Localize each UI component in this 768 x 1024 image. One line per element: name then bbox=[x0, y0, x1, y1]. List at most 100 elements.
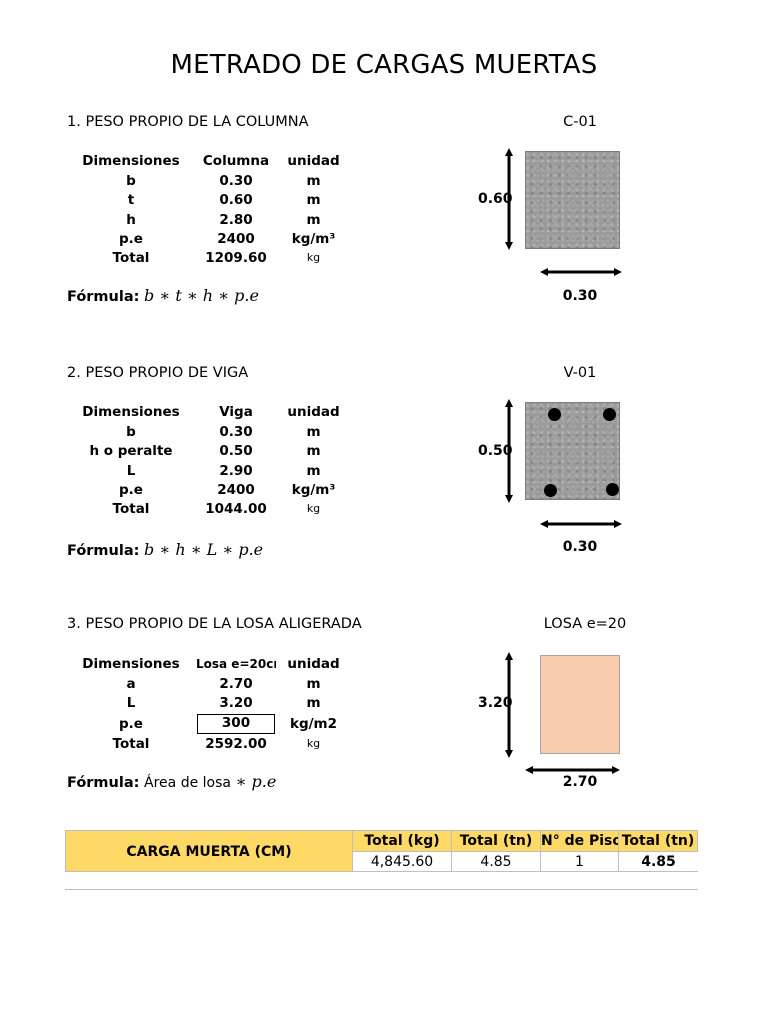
section-2-figure-label: V-01 bbox=[563, 365, 597, 381]
section-2-dimension-arrows bbox=[505, 399, 622, 528]
summary-header-total-tn-final: Total (tn) bbox=[619, 830, 698, 851]
header-dimensiones: Dimensiones bbox=[82, 656, 180, 672]
table-row: t 0.60 m bbox=[66, 190, 356, 210]
section-1-heading: 1. PESO PROPIO DE LA COLUMNA bbox=[67, 114, 309, 130]
page-title: METRADO DE CARGAS MUERTAS bbox=[170, 50, 598, 80]
row-unit: m bbox=[306, 676, 321, 692]
row-label: p.e bbox=[119, 482, 143, 498]
row-value: 2.70 bbox=[219, 676, 253, 692]
row-label: h bbox=[126, 212, 136, 228]
row-value: 1209.60 bbox=[205, 250, 267, 266]
summary-label: CARGA MUERTA (CM) bbox=[65, 830, 353, 872]
header-losa: Losa e=20cm bbox=[196, 657, 276, 671]
rebar-icon bbox=[603, 408, 616, 421]
row-label: b bbox=[126, 424, 136, 440]
summary-header-pisos: N° de Pisos bbox=[541, 830, 619, 851]
row-label: p.e bbox=[119, 231, 143, 247]
rebar-icon bbox=[606, 483, 619, 496]
row-unit: kg/m³ bbox=[291, 231, 336, 247]
formula-label: Fórmula: bbox=[67, 289, 140, 305]
summary-header-total-kg: Total (kg) bbox=[353, 830, 452, 851]
summary-table: CARGA MUERTA (CM) Total (kg) Total (tn) … bbox=[65, 830, 698, 872]
row-unit: kg bbox=[306, 502, 321, 515]
divider bbox=[65, 889, 698, 890]
row-label: L bbox=[126, 695, 136, 711]
section-2-table: Dimensiones Viga unidad b 0.30 m h o per… bbox=[66, 402, 356, 522]
table-row: L 2.90 m bbox=[66, 461, 356, 481]
table-header: Dimensiones Columna unidad bbox=[66, 151, 356, 171]
table-row: L 3.20 m bbox=[66, 693, 356, 713]
table-row: a 2.70 m bbox=[66, 674, 356, 694]
row-unit: kg bbox=[306, 251, 321, 264]
formula-text: Área de losa bbox=[144, 775, 231, 791]
table-row: Total 1209.60 kg bbox=[66, 248, 356, 268]
section-3-dimension-arrows bbox=[505, 652, 620, 774]
row-label: h o peralte bbox=[89, 443, 173, 459]
row-unit: m bbox=[306, 424, 321, 440]
rebar-icon bbox=[544, 484, 557, 497]
header-unidad: unidad bbox=[287, 153, 340, 169]
row-value: 0.30 bbox=[219, 173, 253, 189]
table-header: Dimensiones Losa e=20cm unidad bbox=[66, 654, 356, 674]
row-unit: kg/m³ bbox=[291, 482, 336, 498]
section-3-heading: 3. PESO PROPIO DE LA LOSA ALIGERADA bbox=[67, 616, 362, 632]
header-dimensiones: Dimensiones bbox=[82, 153, 180, 169]
formula-label: Fórmula: bbox=[67, 543, 140, 559]
section-3-figure-label: LOSA e=20 bbox=[543, 616, 627, 632]
row-label: Total bbox=[112, 250, 150, 266]
section-3-formula: Fórmula: Área de losa ∗ p.e bbox=[67, 772, 276, 791]
section-1-dim-horizontal: 0.30 bbox=[562, 288, 598, 304]
table-row: b 0.30 m bbox=[66, 422, 356, 442]
table-row: h o peralte 0.50 m bbox=[66, 441, 356, 461]
row-label: b bbox=[126, 173, 136, 189]
formula-expression: b ∗ h ∗ L ∗ p.e bbox=[144, 540, 264, 559]
summary-value-total-tn-final: 4.85 bbox=[619, 851, 698, 872]
row-label: a bbox=[126, 676, 136, 692]
row-value: 2592.00 bbox=[205, 736, 267, 752]
section-1-formula: Fórmula: b ∗ t ∗ h ∗ p.e bbox=[67, 286, 259, 305]
rebar-icon bbox=[548, 408, 561, 421]
header-dimensiones: Dimensiones bbox=[82, 404, 180, 420]
table-row: p.e 2400 kg/m³ bbox=[66, 229, 356, 249]
table-row: p.e 300 kg/m2 bbox=[66, 714, 356, 734]
row-unit: m bbox=[306, 695, 321, 711]
section-2-dim-horizontal: 0.30 bbox=[562, 539, 598, 555]
row-label: Total bbox=[112, 501, 150, 517]
summary-value-pisos: 1 bbox=[541, 851, 619, 872]
row-value: 0.60 bbox=[219, 192, 253, 208]
header-columna: Columna bbox=[202, 153, 270, 169]
header-unidad: unidad bbox=[287, 656, 340, 672]
losa-section-rectangle bbox=[540, 655, 620, 754]
row-unit: m bbox=[306, 173, 321, 189]
beam-section-image bbox=[525, 402, 620, 500]
formula-label: Fórmula: bbox=[67, 775, 140, 791]
header-viga: Viga bbox=[219, 404, 253, 420]
table-row: Total 2592.00 kg bbox=[66, 734, 356, 754]
section-3-table: Dimensiones Losa e=20cm unidad a 2.70 m … bbox=[66, 654, 356, 754]
section-1-dim-vertical: 0.60 bbox=[478, 191, 513, 207]
row-unit: m bbox=[306, 192, 321, 208]
section-1-table: Dimensiones Columna unidad b 0.30 m t 0.… bbox=[66, 151, 356, 271]
row-label: p.e bbox=[119, 716, 143, 732]
section-2-formula: Fórmula: b ∗ h ∗ L ∗ p.e bbox=[67, 540, 263, 559]
row-value: 2400 bbox=[217, 231, 255, 247]
header-unidad: unidad bbox=[287, 404, 340, 420]
column-section-image bbox=[525, 151, 620, 249]
formula-expression: ∗ p.e bbox=[235, 772, 277, 791]
row-unit: m bbox=[306, 463, 321, 479]
section-3-dim-horizontal: 2.70 bbox=[562, 774, 598, 790]
summary-value-total-tn: 4.85 bbox=[452, 851, 541, 872]
section-2-heading: 2. PESO PROPIO DE VIGA bbox=[67, 365, 249, 381]
row-label: Total bbox=[112, 736, 150, 752]
section-1-dimension-arrows bbox=[505, 148, 622, 276]
pe-input-cell[interactable]: 300 bbox=[197, 714, 275, 734]
table-header: Dimensiones Viga unidad bbox=[66, 402, 356, 422]
section-3-dim-vertical: 3.20 bbox=[478, 695, 513, 711]
row-label: L bbox=[126, 463, 136, 479]
summary-header-total-tn: Total (tn) bbox=[452, 830, 541, 851]
section-1-figure-label: C-01 bbox=[563, 114, 597, 130]
row-value: 2400 bbox=[217, 482, 255, 498]
table-row: b 0.30 m bbox=[66, 171, 356, 191]
formula-expression: b ∗ t ∗ h ∗ p.e bbox=[144, 286, 259, 305]
row-value: 0.50 bbox=[219, 443, 253, 459]
